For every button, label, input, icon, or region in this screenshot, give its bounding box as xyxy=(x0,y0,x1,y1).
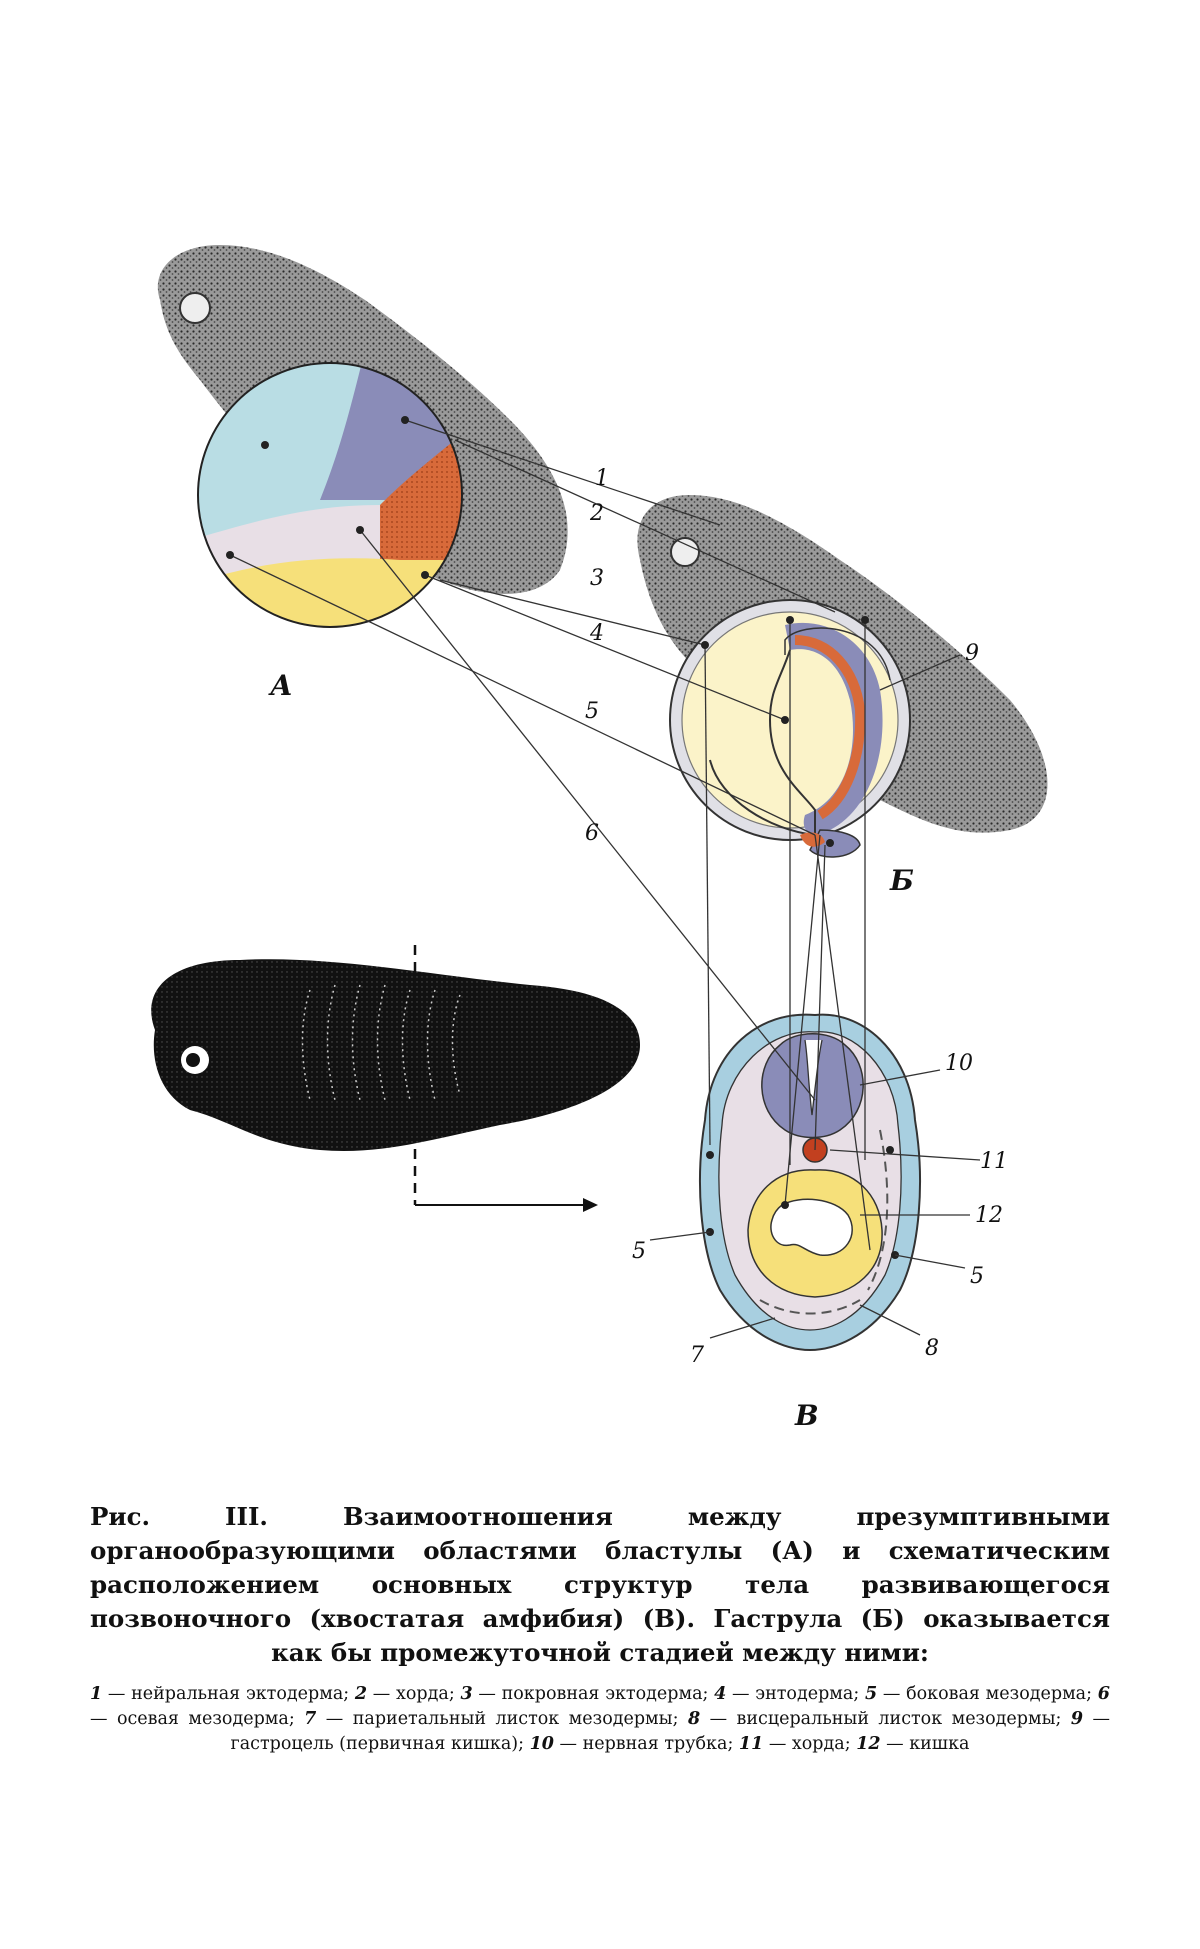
number-6: 6 xyxy=(585,821,599,846)
figure-caption: Рис. III. Взаимоотношения между презумпт… xyxy=(90,1500,1110,1757)
embryology-diagram: А Б В 1 2 3 4 5 6 5 5 7 8 9 10 11 12 xyxy=(151,245,1048,1432)
number-5-left: 5 xyxy=(632,1239,646,1264)
number-5-right: 5 xyxy=(970,1264,984,1289)
legend-item: нейральная эктодерма xyxy=(131,1684,344,1704)
number-12: 12 xyxy=(975,1203,1003,1228)
stage-label-a: А xyxy=(268,669,293,702)
tailbud-larva-silhouette xyxy=(151,945,641,1212)
number-3: 3 xyxy=(590,566,604,591)
legend-item: энтодерма xyxy=(755,1684,854,1704)
number-9: 9 xyxy=(965,641,979,666)
legend-item: гастроцель (первичная кишка) xyxy=(230,1734,519,1754)
gastrula-mesoderm-band xyxy=(785,622,883,835)
neurula-cross-section xyxy=(699,1013,921,1352)
number-1: 1 xyxy=(595,466,609,491)
legend-item: хорда xyxy=(791,1734,845,1754)
caption-legend: 1 — нейральная эктодерма; 2 — хорда; 3 —… xyxy=(90,1684,1110,1754)
legend-item: осевая мезодерма xyxy=(116,1709,289,1729)
legend-item: нервная трубка xyxy=(582,1734,728,1754)
legend-item: хорда xyxy=(396,1684,449,1704)
legend-item: висцеральный листок мезодермы xyxy=(736,1709,1056,1729)
legend-item: париетальный листок мезодермы xyxy=(352,1709,673,1729)
number-5: 5 xyxy=(585,699,599,724)
fate-map-leader-lines xyxy=(226,416,981,1339)
number-10: 10 xyxy=(945,1051,973,1076)
number-2: 2 xyxy=(589,501,604,526)
number-11: 11 xyxy=(980,1149,1008,1174)
region-axial-mesoderm xyxy=(380,440,462,560)
caption-title: Рис. III. Взаимоотношения между презумпт… xyxy=(90,1502,1110,1667)
number-4: 4 xyxy=(589,621,604,646)
number-8: 8 xyxy=(925,1336,939,1361)
legend-item: покровная эктодерма xyxy=(501,1684,703,1704)
stage-label-c: В xyxy=(794,1399,819,1432)
legend-item: кишка xyxy=(909,1734,970,1754)
stage-label-b: Б xyxy=(889,864,914,897)
legend-item: боковая мезодерма xyxy=(906,1684,1087,1704)
number-7: 7 xyxy=(690,1343,704,1368)
